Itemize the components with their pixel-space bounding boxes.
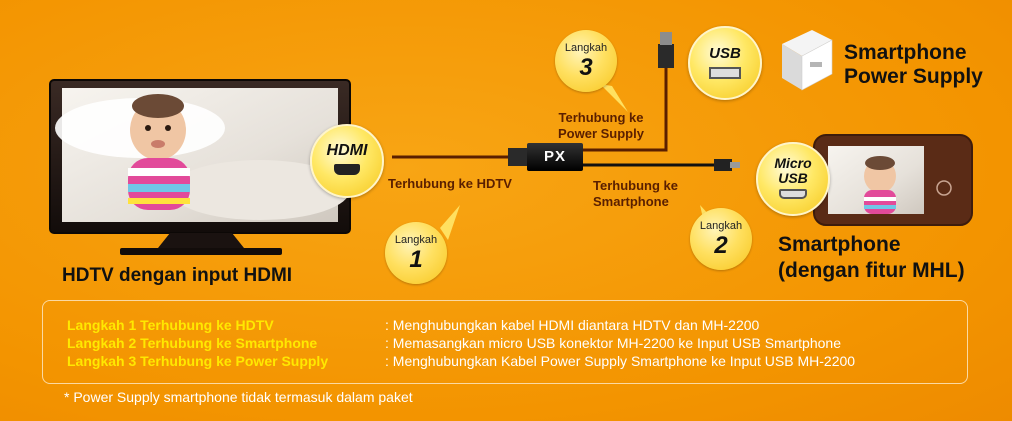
step-1-number: 1 (409, 246, 423, 273)
step-3-connection-label: Terhubung ke Power Supply (558, 110, 644, 142)
info-row-step-1-value: : Menghubungkan kabel HDMI diantara HDTV… (385, 317, 760, 333)
step-1-bubble: Langkah 1 (385, 222, 447, 284)
step-1-connection-label: Terhubung ke HDTV (388, 176, 512, 191)
smartphone-title: Smartphone (dengan fitur MHL) (778, 232, 965, 284)
step-2-number: 2 (714, 232, 728, 259)
power-cable (583, 68, 668, 152)
power-supply-title-line1: Smartphone (844, 41, 967, 64)
steps-info-box: Langkah 1 Terhubung ke HDTV : Menghubungk… (42, 300, 968, 384)
info-row-step-1-key: Langkah 1 Terhubung ke HDTV (67, 317, 274, 333)
micro-usb-port-badge: Micro USB (756, 142, 830, 216)
footnote: * Power Supply smartphone tidak termasuk… (64, 389, 413, 405)
info-row-step-2-value: : Memasangkan micro USB konektor MH-2200… (385, 335, 841, 351)
power-supply-title: Smartphone Power Supply (844, 41, 983, 89)
adapter-logo: PX (543, 148, 566, 165)
smartphone-title-line2: (dengan fitur MHL) (778, 259, 965, 282)
usb-port-label: USB (709, 45, 741, 62)
mh-2200-adapter (527, 143, 583, 171)
step-2-connection-line2: Smartphone (593, 194, 669, 209)
smartphone-title-line1: Smartphone (778, 233, 901, 256)
info-row-step-1: Langkah 1 Terhubung ke HDTV : Menghubungk… (67, 316, 759, 334)
step-2-connection-line1: Terhubung ke (593, 178, 678, 193)
info-row-step-3-value: : Menghubungkan Kabel Power Supply Smart… (385, 353, 856, 369)
step-3-pointer (600, 84, 628, 112)
micro-usb-label-line1: Micro (774, 155, 812, 171)
hdtv-illustration (49, 79, 351, 255)
step-3-bubble: Langkah 3 (555, 30, 617, 92)
usb-plug (658, 44, 674, 68)
step-1-word: Langkah (394, 234, 438, 246)
step-2-word: Langkah (699, 220, 743, 232)
hdmi-port-icon (334, 164, 360, 175)
step-2-bubble: Langkah 2 (690, 208, 752, 270)
smartphone-illustration (813, 134, 973, 226)
step-2-connection-label: Terhubung ke Smartphone (593, 178, 678, 210)
step-1-pointer (440, 205, 460, 240)
usb-port-icon (709, 67, 741, 79)
step-3-connection-line1: Terhubung ke (558, 110, 644, 125)
micro-usb-port-icon (779, 189, 807, 199)
info-row-step-2: Langkah 2 Terhubung ke Smartphone : Memas… (67, 334, 841, 352)
step-3-number: 3 (579, 54, 593, 81)
power-adapter-cube-icon (782, 30, 833, 91)
info-row-step-3: Langkah 3 Terhubung ke Power Supply : Men… (67, 352, 855, 370)
hdmi-port-badge: HDMI (310, 124, 384, 198)
micro-usb-plug (714, 159, 732, 171)
usb-port-badge: USB (688, 26, 762, 100)
micro-usb-label-line2: USB (778, 170, 808, 186)
step-3-word: Langkah (564, 42, 608, 54)
info-row-step-3-key: Langkah 3 Terhubung ke Power Supply (67, 353, 329, 369)
hdtv-caption: HDTV dengan input HDMI (62, 265, 293, 286)
power-supply-title-line2: Power Supply (844, 65, 983, 88)
info-row-step-2-key: Langkah 2 Terhubung ke Smartphone (67, 335, 318, 351)
step-3-connection-line2: Power Supply (558, 126, 644, 141)
hdmi-plug (508, 148, 528, 166)
hdmi-port-label: HDMI (326, 142, 368, 159)
